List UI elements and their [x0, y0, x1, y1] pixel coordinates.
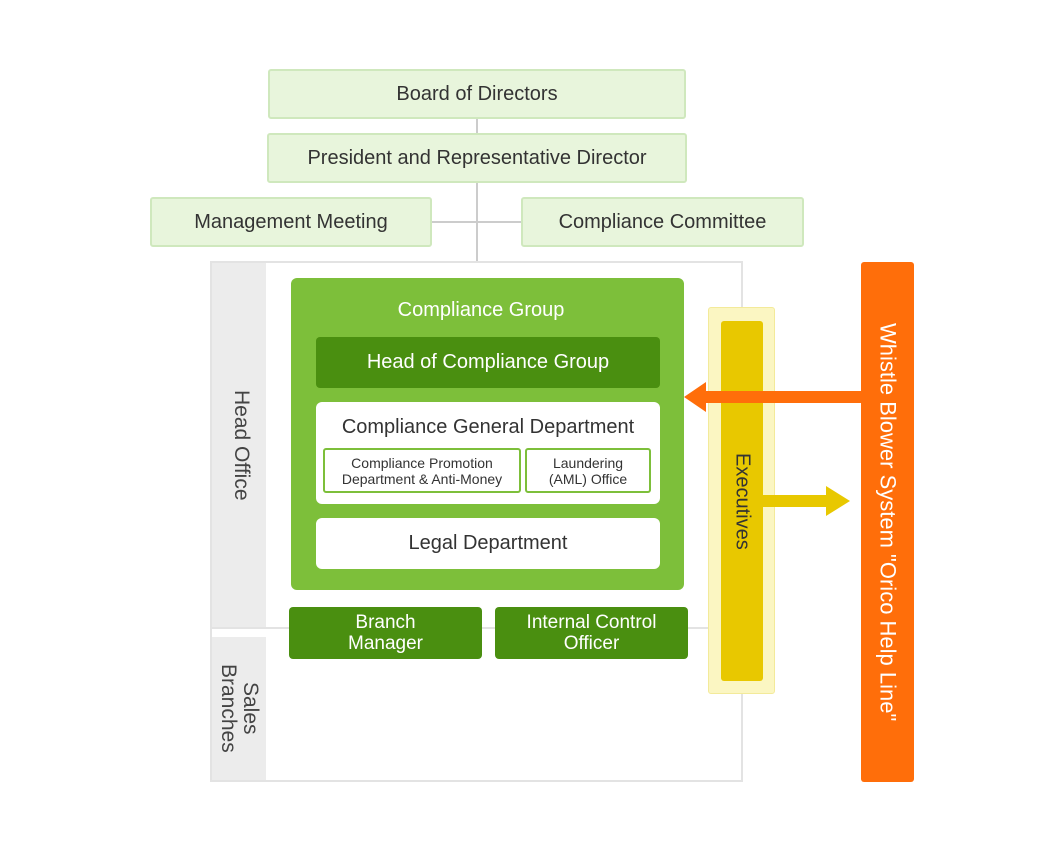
connector-management [431, 221, 522, 223]
aml-office-box: Laundering(AML) Office [525, 448, 651, 493]
head-of-compliance-label: Head of Compliance Group [366, 351, 610, 373]
board-of-directors-label: Board of Directors [396, 82, 558, 105]
compliance-committee-label: Compliance Committee [558, 210, 767, 233]
executives-bar: Executives [721, 321, 763, 681]
compliance-committee-box: Compliance Committee [521, 197, 804, 247]
president-label: President and Representative Director [307, 146, 647, 169]
legal-department-box: Legal Department [316, 518, 660, 569]
report-arrow-icon [684, 382, 862, 412]
compliance-group-title: Compliance Group [397, 298, 565, 321]
management-meeting-label: Management Meeting [194, 210, 388, 233]
whistle-blower-box: Whistle Blower System "Orico Help Line" [861, 262, 914, 782]
head-office-section: Head Office [212, 263, 266, 627]
whistle-blower-label: Whistle Blower System "Orico Help Line" [875, 322, 901, 722]
head-of-compliance-box: Head of Compliance Group [316, 337, 660, 388]
board-of-directors-box: Board of Directors [268, 69, 686, 119]
executives-label: Executives [731, 452, 754, 550]
head-office-label: Head Office [230, 389, 253, 501]
feedback-arrow-icon [760, 486, 850, 516]
management-meeting-box: Management Meeting [150, 197, 432, 247]
president-box: President and Representative Director [267, 133, 687, 183]
legal-department-label: Legal Department [408, 532, 568, 554]
compliance-general-dept-label: Compliance General Department [341, 415, 635, 438]
aml-office-label: Laundering(AML) Office [548, 454, 628, 487]
connector-board-president [476, 118, 478, 134]
